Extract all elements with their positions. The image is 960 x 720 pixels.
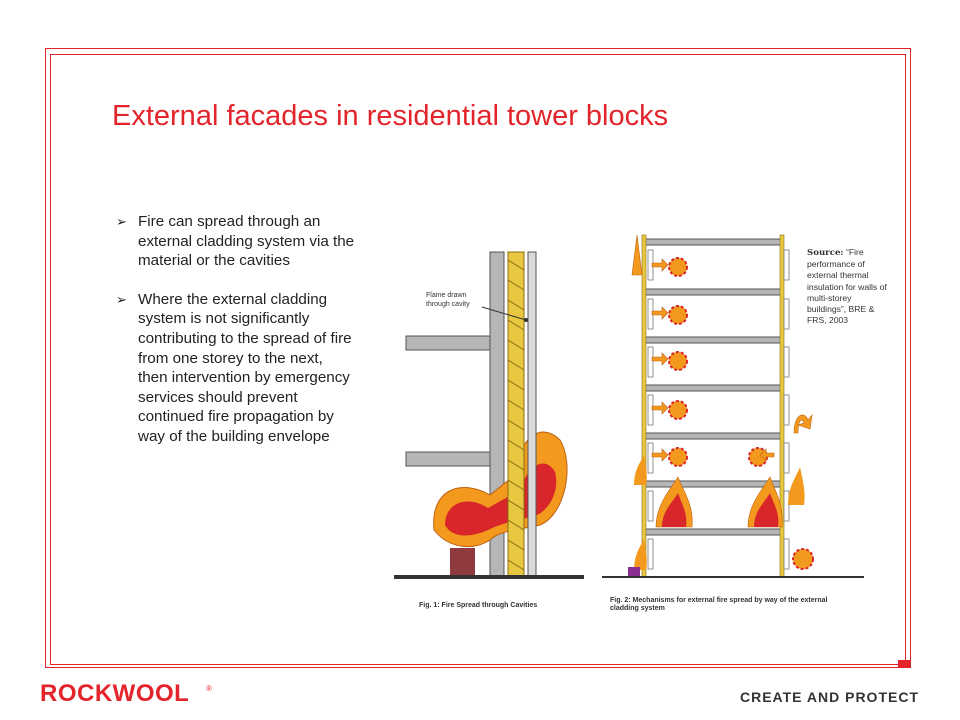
waste-bin xyxy=(628,567,640,577)
arrow-up-icon xyxy=(631,234,643,276)
burst-fires-left xyxy=(668,257,814,570)
window-panel xyxy=(647,490,654,522)
arrow-bullet-icon: ➢ xyxy=(116,291,127,307)
window-panel xyxy=(647,346,654,378)
left-cladding xyxy=(641,234,647,578)
fig1-annotation: Flame drawn through cavity xyxy=(426,292,470,308)
floor-slab xyxy=(405,335,503,351)
annotation-dot xyxy=(524,318,528,322)
fig2-caption: Fig. 2: Mechanisms for external fire spr… xyxy=(610,597,828,612)
window-panel xyxy=(783,298,790,330)
flame-outer xyxy=(634,539,647,570)
floor-slab xyxy=(643,480,783,488)
arrow-right-icon xyxy=(651,258,669,272)
flame-inner xyxy=(662,493,687,527)
window-panel xyxy=(783,538,790,570)
bullet-text: Fire can spread through an external clad… xyxy=(138,213,355,270)
floor-slab xyxy=(643,288,783,296)
burst-icon xyxy=(668,351,688,371)
arrow-right-icon xyxy=(651,352,669,366)
frame-tab xyxy=(898,660,911,668)
window-panels xyxy=(647,249,790,570)
arrow-bullet-icon: ➢ xyxy=(116,214,127,229)
burst-icon xyxy=(668,305,688,325)
burst-icon xyxy=(668,257,688,277)
window-panel xyxy=(783,346,790,378)
slide-frame xyxy=(45,48,911,668)
fig2-source-note: Source: “Fire performance of external th… xyxy=(807,247,889,326)
bullet-item: ➢ Where the external cladding system is … xyxy=(116,290,356,447)
flame-inner xyxy=(754,493,779,527)
floor-slab xyxy=(405,451,503,467)
window-panel xyxy=(783,442,790,474)
bullet-text: Where the external cladding system is no… xyxy=(138,290,352,445)
burst-icon xyxy=(668,400,688,420)
source-label: Source: xyxy=(807,248,844,258)
spread-arrows xyxy=(631,234,813,462)
arrow-left-icon xyxy=(759,448,775,462)
bullet-item: ➢ Fire can spread through an external cl… xyxy=(116,212,356,271)
fire-source xyxy=(450,548,475,578)
flame-outer xyxy=(788,467,805,505)
ground-line xyxy=(394,575,584,579)
window-panel xyxy=(647,538,654,570)
figure-tower-fire-spread xyxy=(602,234,864,578)
floor-slab xyxy=(643,238,783,246)
source-text: “Fire performance of external thermal in… xyxy=(807,247,887,326)
cladding-panel xyxy=(527,251,537,578)
window-panel xyxy=(783,490,790,522)
tagline: CREATE AND PROTECT xyxy=(740,689,919,705)
slide-title: External facades in residential tower bl… xyxy=(112,100,669,132)
registered-mark: ® xyxy=(206,684,212,693)
floor-slab xyxy=(643,384,783,392)
slide-frame-inner xyxy=(50,54,906,665)
window-panel xyxy=(647,442,654,474)
annotation-leader xyxy=(481,306,527,321)
arrow-right-icon xyxy=(651,306,669,320)
fig1-annotation-line: Flame drawn xyxy=(426,292,467,299)
floor-slab xyxy=(643,336,783,344)
window-panel xyxy=(783,249,790,281)
fig1-annotation-line: through cavity xyxy=(426,301,470,308)
window-panel xyxy=(783,394,790,426)
arrow-right-icon xyxy=(651,401,669,415)
curved-arrow-icon xyxy=(793,413,813,434)
ground-line xyxy=(602,576,864,578)
burst-icon xyxy=(792,548,814,570)
flame-outer xyxy=(634,455,647,485)
fig1-caption: Fig. 1: Fire Spread through Cavities xyxy=(419,602,538,609)
rockwool-logo: ROCKWOOL xyxy=(40,680,190,707)
arrow-right-icon xyxy=(651,448,669,462)
floor-slab xyxy=(643,528,783,536)
figure-cavity-fire-spread: Flame drawn through cavity xyxy=(394,251,584,579)
floor-slab xyxy=(643,432,783,440)
insulation-hatch xyxy=(507,259,525,571)
bullet-list: ➢ Fire can spread through an external cl… xyxy=(116,212,356,466)
burst-icon xyxy=(668,447,688,467)
